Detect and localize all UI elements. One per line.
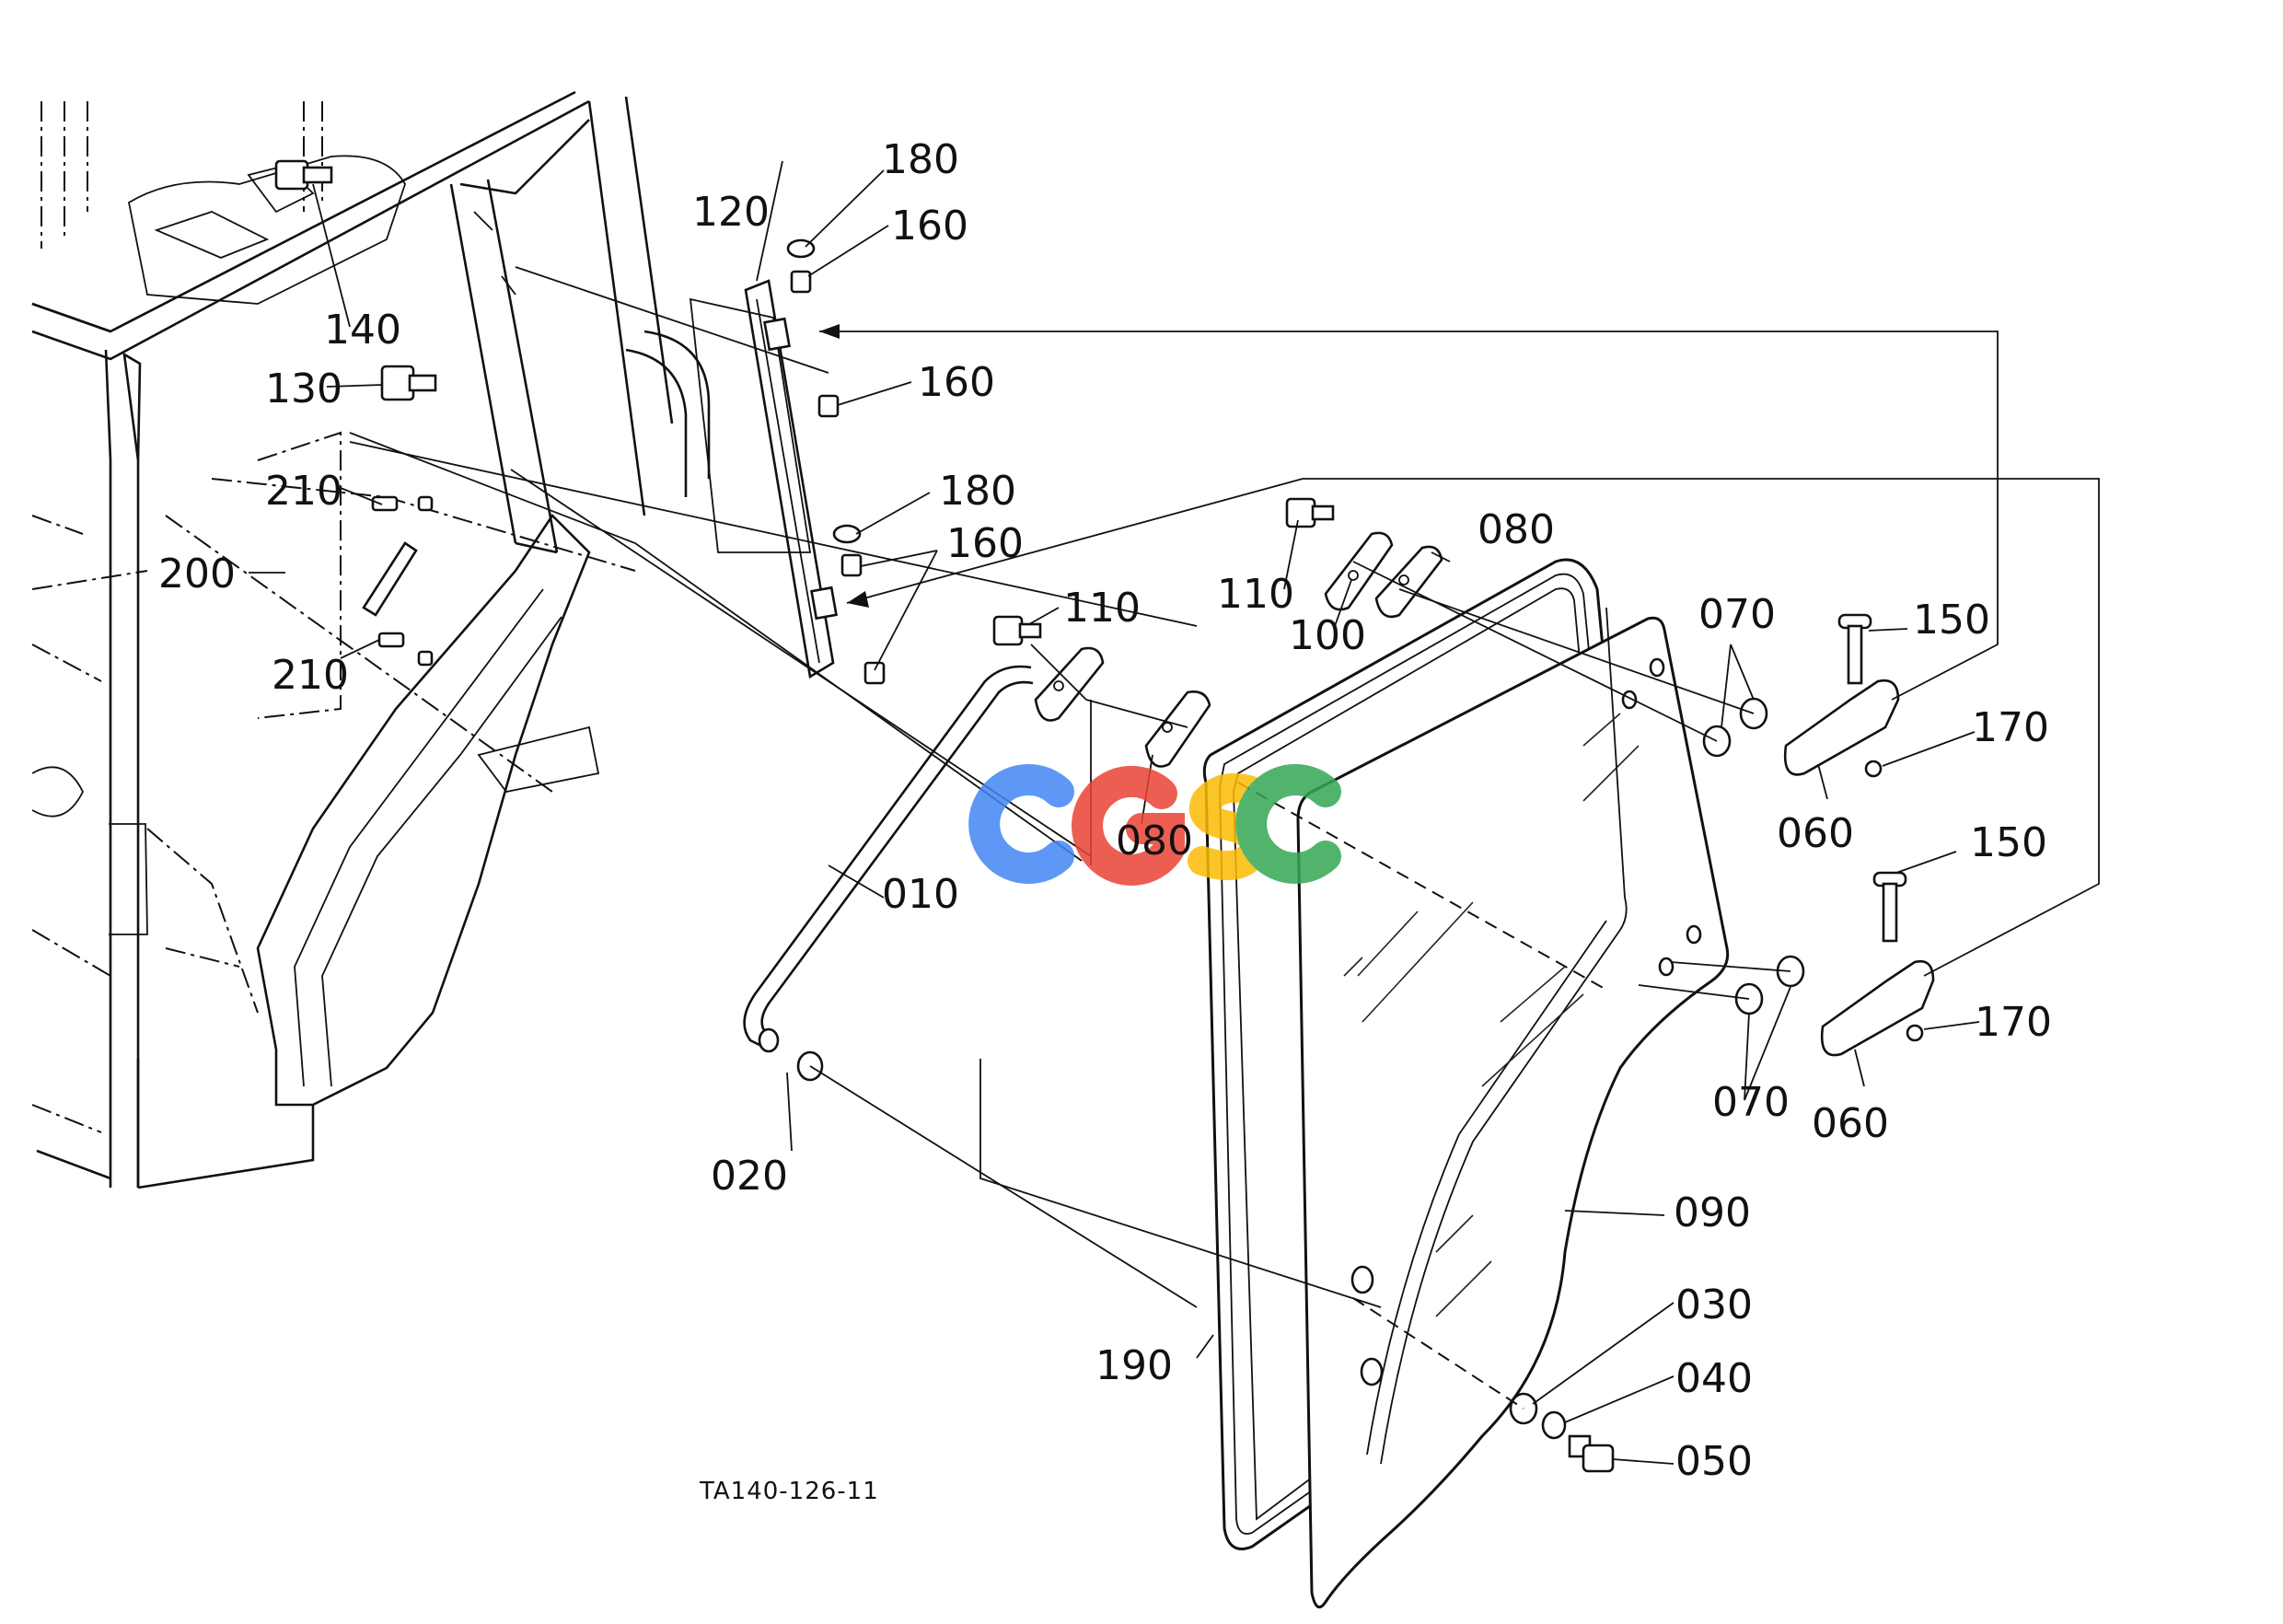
callout-180-top: 180 — [882, 136, 959, 183]
rod-part — [743, 665, 1034, 1051]
callout-150-upper: 150 — [1913, 597, 1990, 644]
callout-160-top: 160 — [891, 203, 968, 249]
callout-080-lower: 080 — [1116, 818, 1193, 864]
hinge-bracket-strip — [689, 279, 838, 679]
watermark-letter-s — [1188, 772, 1269, 881]
callout-160-lower: 160 — [946, 520, 1024, 567]
leader-lines — [249, 160, 1980, 1465]
watermark-letter-c2 — [1235, 764, 1341, 884]
callout-210-upper: 210 — [265, 468, 342, 515]
cab-frame — [31, 90, 711, 1189]
callout-080-upper: 080 — [1478, 506, 1555, 553]
callout-030: 030 — [1675, 1282, 1753, 1328]
callout-010: 010 — [882, 871, 959, 918]
drawing-reference-code: TA140-126-11 — [699, 1478, 879, 1505]
callout-110-left: 110 — [1063, 585, 1141, 632]
assembly-lines — [349, 266, 2100, 1409]
callout-200: 200 — [158, 551, 236, 597]
callout-160-middle: 160 — [918, 359, 995, 406]
fasteners — [274, 159, 1935, 1473]
watermark-letter-c1 — [968, 764, 1074, 884]
callout-130: 130 — [265, 365, 342, 412]
callout-210-lower: 210 — [272, 652, 349, 699]
callout-050: 050 — [1675, 1438, 1753, 1485]
callout-060-lower: 060 — [1812, 1100, 1889, 1147]
callout-labels: 010 020 030 040 050 060 060 070 070 080 … — [158, 136, 2052, 1485]
hinge-plates — [1034, 531, 1443, 768]
callout-150-lower: 150 — [1970, 819, 2047, 866]
watermark — [968, 764, 1341, 886]
callout-090: 090 — [1674, 1189, 1751, 1236]
callout-180-lower: 180 — [939, 468, 1016, 515]
callout-060-upper: 060 — [1777, 810, 1854, 857]
callout-170-upper: 170 — [1972, 704, 2049, 751]
watermark-letter-g — [1072, 765, 1185, 886]
callout-070-upper: 070 — [1698, 591, 1776, 638]
callout-120: 120 — [692, 189, 770, 236]
callout-100: 100 — [1289, 612, 1366, 659]
callout-140: 140 — [324, 307, 401, 354]
callout-170-lower: 170 — [1975, 999, 2052, 1046]
callout-110-right: 110 — [1217, 571, 1294, 618]
callout-020: 020 — [711, 1153, 788, 1200]
callout-190: 190 — [1095, 1342, 1173, 1389]
callout-040: 040 — [1675, 1355, 1753, 1402]
glass-door-panel — [1296, 607, 1730, 1609]
callout-070-lower: 070 — [1712, 1079, 1790, 1126]
